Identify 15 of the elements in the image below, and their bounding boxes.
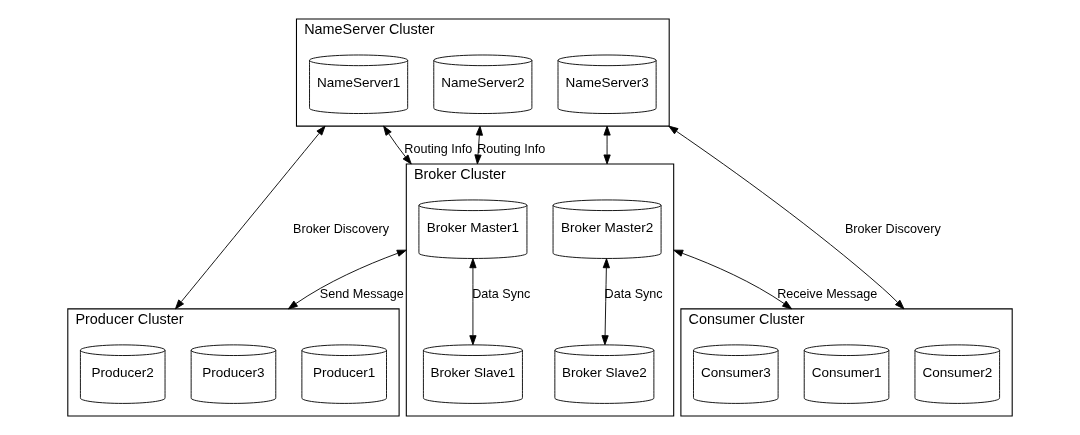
arrow [469,258,477,346]
arrow [673,249,793,310]
edge-label: Broker Discovery [293,221,389,236]
arrow [174,125,326,310]
edge-label: Receive Message [777,287,878,302]
arrow [668,125,905,310]
edge-label: Data Sync [604,287,663,302]
edge-label: Send Message [319,287,404,302]
edge-label: Broker Discovery [844,221,941,236]
arrow [603,125,611,165]
arrow [383,125,412,165]
arrow [287,249,407,310]
edge-label: Routing Info [404,142,473,157]
edge-label: Data Sync [472,287,531,302]
arrow [601,258,610,346]
